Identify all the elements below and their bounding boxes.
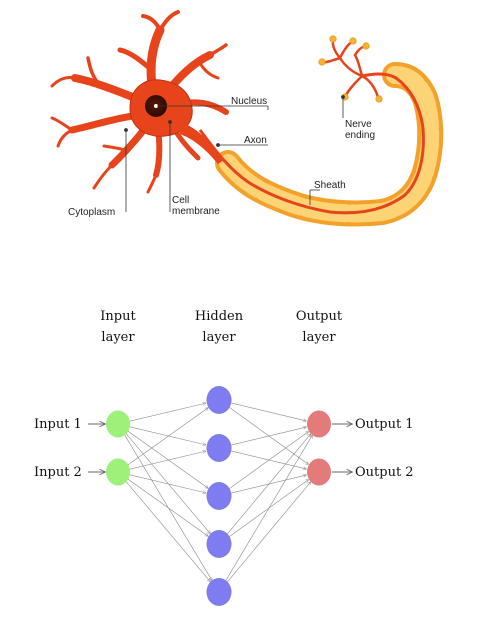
label-axon: Axon	[244, 135, 267, 146]
input-node-1	[106, 410, 130, 438]
io-arrows	[88, 424, 352, 472]
header-hidden-line1: Hidden	[195, 309, 244, 324]
output-node-1	[307, 410, 331, 438]
edge-hidden5-output1	[225, 435, 312, 582]
label-nerve-ending-line2: ending	[345, 130, 375, 141]
output-node-2	[307, 458, 331, 486]
nerve-ending-branches	[321, 38, 380, 99]
edge-input1-hidden3	[127, 430, 208, 488]
network-edges	[123, 402, 312, 583]
edge-hidden3-output1	[228, 432, 308, 489]
header-input-line1: Input	[100, 309, 136, 324]
input-label-2: Input 2	[34, 465, 82, 480]
hidden-node-1	[206, 386, 232, 414]
neural-network: Input layer Hidden layer Output layer In…	[34, 309, 414, 606]
neuron-illustration: Nucleus Axon Cytoplasm Cell membrane She…	[50, 10, 444, 227]
edge-input2-hidden3	[129, 474, 206, 493]
edge-input2-hidden2	[129, 451, 206, 470]
edge-input2-hidden1	[127, 408, 208, 466]
input-node-2	[106, 458, 130, 486]
hidden-node-4	[206, 530, 232, 558]
input-label-1: Input 1	[34, 417, 82, 432]
nucleolus	[154, 104, 158, 108]
hidden-node-3	[206, 482, 232, 510]
hidden-node-5	[206, 578, 232, 606]
header-input-line2: layer	[101, 330, 135, 345]
label-cell-membrane-line2: membrane	[172, 206, 220, 217]
header-output-line1: Output	[296, 309, 343, 324]
callout-lines	[124, 95, 345, 212]
output-label-1: Output 1	[355, 417, 414, 432]
hidden-node-2	[206, 434, 232, 462]
edge-input1-hidden4	[125, 432, 211, 533]
axon-core	[198, 72, 425, 215]
edge-input1-hidden2	[129, 426, 206, 445]
network-nodes	[106, 386, 331, 606]
label-nerve-ending-line1: Nerve	[345, 119, 372, 130]
output-label-2: Output 2	[355, 465, 414, 480]
header-output-line2: layer	[302, 330, 336, 345]
edge-input2-hidden4	[127, 478, 208, 536]
edge-hidden4-output1	[226, 434, 311, 535]
edge-input2-hidden5	[125, 480, 211, 581]
edge-hidden2-output1	[231, 427, 306, 446]
label-nucleus: Nucleus	[231, 96, 267, 107]
axon-hillock	[180, 122, 224, 164]
label-sheath: Sheath	[314, 180, 346, 191]
header-hidden-line2: layer	[202, 330, 236, 345]
label-cytoplasm: Cytoplasm	[68, 207, 115, 218]
label-cell-membrane-line1: Cell	[172, 195, 189, 206]
edge-hidden1-output1	[231, 402, 306, 421]
edge-input1-hidden1	[129, 403, 206, 422]
edge-hidden5-output2	[226, 482, 311, 583]
